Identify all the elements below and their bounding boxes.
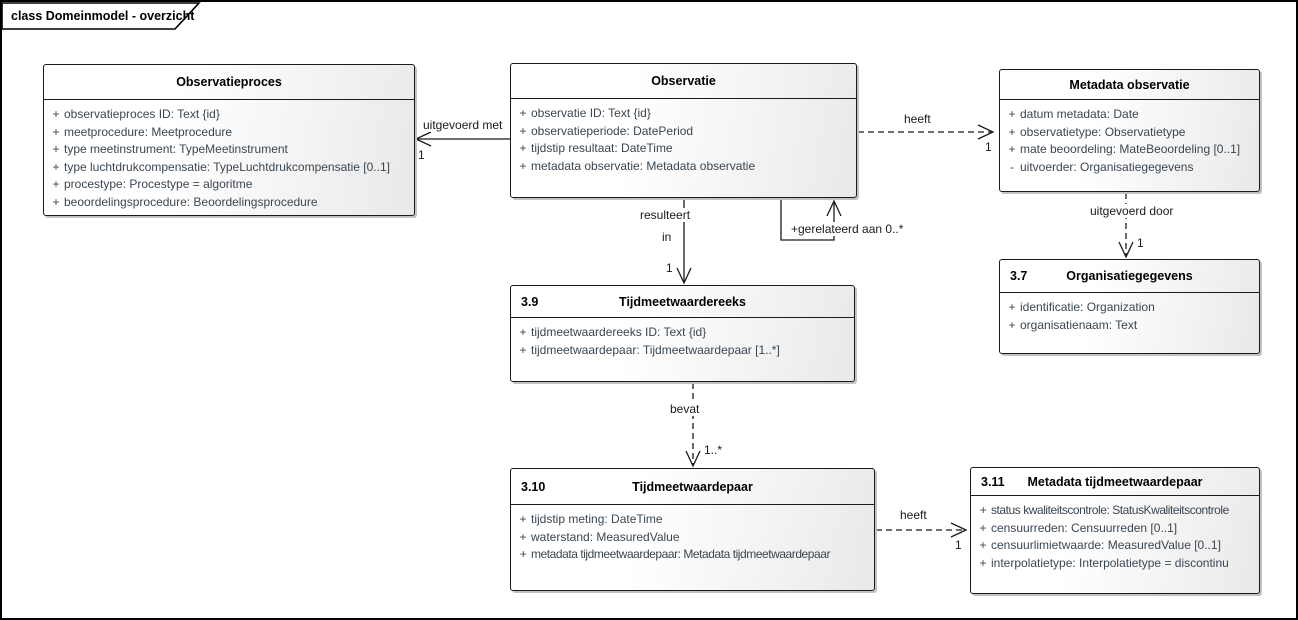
multiplicity-label: 1 — [1136, 236, 1145, 250]
diagram-title: class Domeinmodel - overzicht — [11, 9, 195, 23]
attribute-compartment: +tijdstip meting: DateTime +waterstand: … — [511, 505, 874, 564]
attribute-row: +observatieproces ID: Text {id} — [52, 107, 220, 121]
class-title: Organisatiegegevens — [1066, 269, 1193, 283]
class-header: Metadata observatie — [1000, 70, 1259, 100]
attribute-row: +mate beoordeling: MateBeoordeling [0..1… — [1008, 142, 1241, 157]
connector-label-resulteert: resulteert — [639, 208, 692, 222]
attribute-compartment: +datum metadata: Date +observatietype: O… — [1000, 100, 1259, 176]
attribute-row: +status kwaliteitscontrole: StatusKwalit… — [979, 503, 1230, 517]
attribute-row: +interpolatietype: Interpolatietype = di… — [979, 555, 1229, 570]
class-header: Observatieproces — [44, 65, 414, 100]
attribute-compartment: +observatieproces ID: Text {id} +meetpro… — [44, 100, 414, 212]
class-title: Tijdmeetwaardereeks — [619, 294, 746, 309]
connector-label-uitgevoerd-met: uitgevoerd met — [422, 118, 504, 132]
attribute-row: +tijdmeetwaardepaar: Tijdmeetwaardepaar … — [519, 342, 780, 357]
connector-uitgevoerd-met[interactable] — [414, 131, 510, 147]
multiplicity-label: 1 — [665, 261, 674, 275]
class-header: 3.11 Metadata tijdmeetwaardepaar — [971, 468, 1259, 496]
attribute-row: +tijdstip resultaat: DateTime — [519, 141, 673, 156]
class-box-metadata-observatie[interactable]: Metadata observatie +datum metadata: Dat… — [999, 69, 1260, 192]
attribute-row: -uitvoerder: Organisatiegegevens — [1010, 159, 1194, 174]
class-title: Observatieproces — [176, 75, 282, 89]
class-header: 3.7 Organisatiegegevens — [1000, 260, 1259, 293]
multiplicity-label: 1 — [984, 140, 993, 154]
attribute-compartment: +observatie ID: Text {id} +observatieper… — [511, 99, 856, 175]
connector-label-bevat: bevat — [669, 402, 701, 416]
class-box-metadata-tijdmeetwaardepaar[interactable]: 3.11 Metadata tijdmeetwaardepaar +status… — [970, 467, 1260, 594]
attribute-row: +meetprocedure: Meetprocedure — [52, 124, 233, 139]
class-number: 3.9 — [521, 294, 539, 309]
multiplicity-label: 1 — [417, 148, 426, 162]
connector-label-gerelateerd-aan: +gerelateerd aan 0..* — [790, 222, 905, 236]
attribute-row: +identificatie: Organization — [1008, 300, 1155, 314]
attribute-row: +datum metadata: Date — [1008, 107, 1139, 121]
attribute-row: +metadata tijdmeetwaardepaar: Metadata t… — [519, 547, 831, 562]
attribute-row: +metadata observatie: Metadata observati… — [519, 158, 756, 173]
attribute-compartment: +tijdmeetwaardereeks ID: Text {id} +tijd… — [511, 318, 854, 359]
attribute-row: +observatietype: Observatietype — [1008, 124, 1186, 139]
attribute-row: +waterstand: MeasuredValue — [519, 529, 680, 544]
connector-label-heeft-top: heeft — [903, 112, 932, 126]
connector-heeft-metadata-observatie[interactable] — [858, 124, 995, 140]
connector-label-heeft-bottom: heeft — [899, 508, 928, 522]
class-header: 3.10 Tijdmeetwaardepaar — [511, 469, 874, 505]
class-title: Metadata tijdmeetwaardepaar — [1027, 474, 1203, 489]
class-header: Observatie — [511, 64, 856, 99]
connector-bevat[interactable] — [685, 383, 701, 468]
class-box-organisatiegegevens[interactable]: 3.7 Organisatiegegevens +identificatie: … — [999, 259, 1260, 354]
class-number: 3.10 — [521, 479, 546, 494]
class-title: Observatie — [651, 74, 716, 88]
attribute-row: +censuurlimietwaarde: MeasuredValue [0..… — [979, 538, 1221, 553]
class-header: 3.9 Tijdmeetwaardereeks — [511, 286, 854, 318]
attribute-row: +organisatienaam: Text — [1008, 317, 1138, 332]
attribute-row: +procestype: Procestype = algoritme — [52, 177, 253, 192]
class-box-tijdmeetwaardepaar[interactable]: 3.10 Tijdmeetwaardepaar +tijdstip meting… — [510, 468, 875, 591]
class-number: 3.11 — [981, 474, 1005, 489]
attribute-row: +censuurreden: Censuurreden [0..1] — [979, 520, 1178, 535]
class-title: Tijdmeetwaardepaar — [632, 479, 753, 494]
attribute-row: +type luchtdrukcompensatie: TypeLuchtdru… — [52, 159, 390, 174]
multiplicity-label: 1 — [954, 538, 963, 552]
attribute-row: +observatie ID: Text {id} — [519, 106, 651, 120]
class-number: 3.7 — [1010, 269, 1028, 283]
attribute-row: +tijdstip meting: DateTime — [519, 512, 663, 526]
connector-heeft-metadata-tijdmeetwaardepaar[interactable] — [876, 522, 968, 538]
attribute-compartment: +status kwaliteitscontrole: StatusKwalit… — [971, 496, 1259, 572]
connector-label-uitgevoerd-door: uitgevoerd door — [1089, 204, 1175, 218]
attribute-row: +beoordelingsprocedure: Beoordelingsproc… — [52, 194, 318, 209]
class-box-observatieproces[interactable]: Observatieproces +observatieproces ID: T… — [43, 64, 415, 216]
class-box-tijdmeetwaardereeks[interactable]: 3.9 Tijdmeetwaardereeks +tijdmeetwaarder… — [510, 285, 855, 382]
attribute-row: +tijdmeetwaardereeks ID: Text {id} — [519, 325, 707, 339]
attribute-compartment: +identificatie: Organization +organisati… — [1000, 293, 1259, 334]
connector-label-in: in — [661, 230, 673, 244]
multiplicity-label: 1..* — [703, 443, 724, 457]
connector-uitgevoerd-door[interactable] — [1118, 193, 1134, 259]
attribute-row: +observatieperiode: DatePeriod — [519, 123, 694, 138]
attribute-row: +type meetinstrument: TypeMeetinstrument — [52, 142, 288, 157]
class-box-observatie[interactable]: Observatie +observatie ID: Text {id} +ob… — [510, 63, 857, 198]
class-title: Metadata observatie — [1069, 77, 1190, 92]
